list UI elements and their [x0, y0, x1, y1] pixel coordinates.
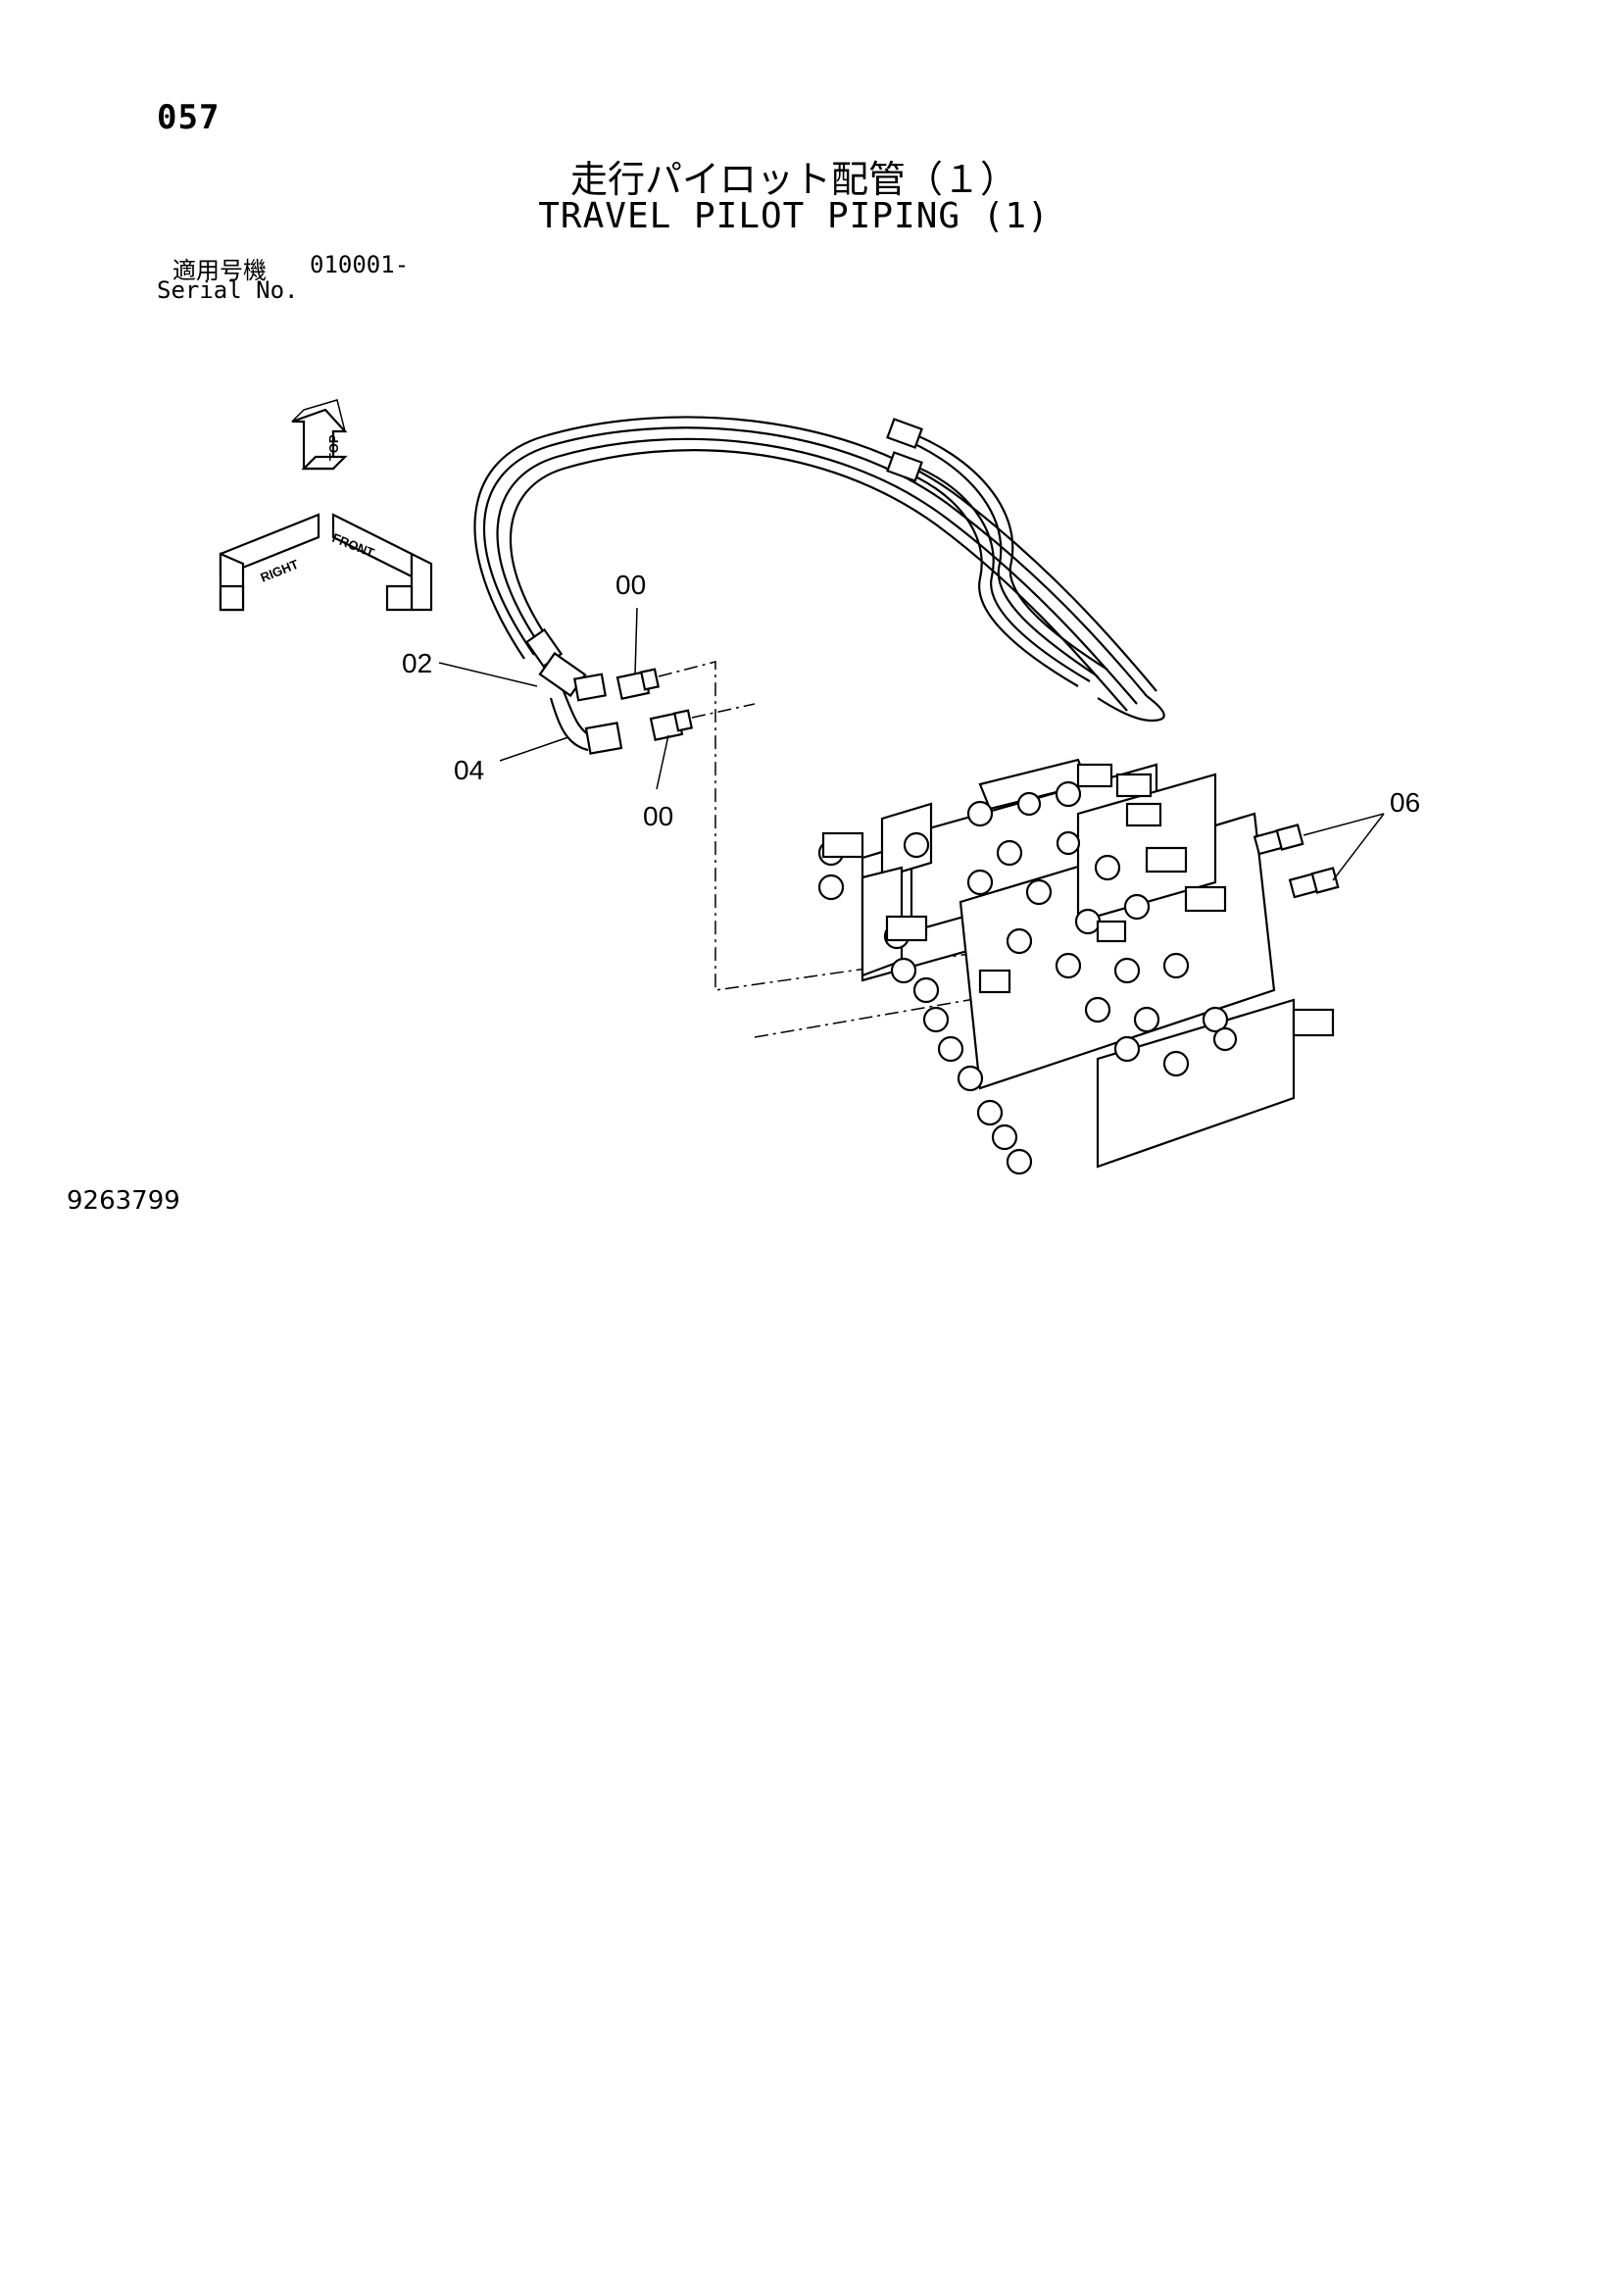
callout-00-lower: 00 [643, 801, 673, 831]
page-title-japanese: 走行パイロット配管（１） [569, 158, 1017, 201]
callout-06: 06 [1390, 787, 1420, 818]
adapter-upper [615, 668, 661, 700]
axis-label-right: RIGHT [259, 557, 301, 585]
callout-00-upper: 00 [615, 570, 646, 600]
hose-end-fitting [524, 627, 623, 755]
top-arrow: TOP [291, 399, 348, 471]
right-arrow: RIGHT [219, 513, 320, 612]
valve-port-circles [903, 780, 1238, 1077]
adapter-lower [649, 709, 694, 741]
callout-04: 04 [454, 755, 484, 785]
serial-number-value: 010001- [310, 251, 410, 278]
page-number: 057 [157, 98, 221, 137]
callout-leader-lines [438, 607, 1385, 881]
fitting-06-upper [1253, 824, 1304, 856]
page-title-english: TRAVEL PILOT PIPING (1) [538, 196, 1050, 236]
axis-label-top: TOP [326, 434, 341, 461]
control-valve-assembly [817, 758, 1335, 1175]
drawing-number: 9263799 [67, 1186, 180, 1216]
connection-centerlines [658, 661, 991, 1038]
fitting-06-lower [1288, 867, 1340, 899]
orientation-indicator: TOP RIGHT FRONT [219, 399, 433, 612]
serial-label-english: Serial No. [157, 276, 299, 304]
serial-label-japanese: 適用号機 [172, 257, 267, 284]
valve-hex-plugs [821, 763, 1335, 1037]
pilot-hose-bundle [473, 416, 1165, 723]
front-arrow: FRONT [330, 513, 433, 612]
callout-02: 02 [402, 648, 432, 678]
